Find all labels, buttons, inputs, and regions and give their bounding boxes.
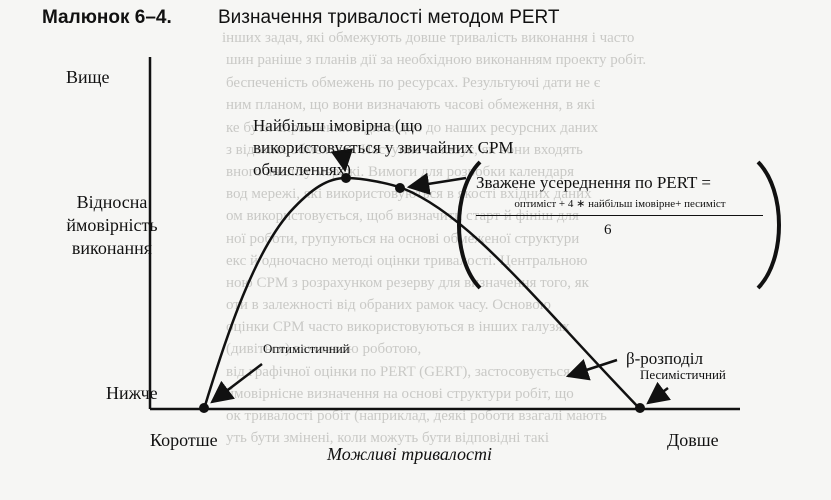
- background-text-line: оти в залежності від обраних рамок часу.…: [226, 297, 551, 313]
- most-likely-arrow-icon: [330, 148, 354, 173]
- beta-distribution-annotation: β-розподіл: [626, 349, 703, 368]
- pessimistic-annotation: Песимістичний: [640, 367, 726, 382]
- background-text-line: ним планом, що вони визначають часові об…: [226, 97, 596, 113]
- x-axis-label: Можливі тривалості: [327, 444, 492, 464]
- background-text-line: вного аналізу мережі. Вимоги для розробк…: [226, 164, 575, 180]
- background-text-line: уть бути змінені, коли можуть бути відпо…: [226, 430, 549, 446]
- left-parenthesis-icon: [457, 160, 482, 290]
- pert-formula-numerator: оптиміст + 4 ∗ найбільш імовірне+ песимі…: [514, 198, 726, 210]
- y-axis-label: Відносна ймовірність виконання: [66, 192, 158, 258]
- background-text-line: ної роботи, групуються на основі обмежен…: [226, 231, 580, 247]
- beta-arrow-icon: [565, 358, 618, 381]
- fraction-bar: [476, 215, 763, 216]
- y-axis-top-label: Вище: [66, 67, 110, 87]
- background-text-line: (дивіться) важливою роботою,: [226, 341, 422, 357]
- background-text-line: беспеченість обмежень по ресурсах. Резул…: [226, 75, 601, 91]
- background-text-line: з відомих обмежень. Наступне показує, як…: [226, 142, 583, 158]
- x-axis-left-label: Коротше: [150, 430, 218, 450]
- figure-label: Малюнок 6–4.: [42, 7, 172, 28]
- pert-formula-title: Зважене усереднення по PERT =: [476, 173, 711, 192]
- background-text-line: інших задач, які обмежують довше тривалі…: [222, 30, 635, 46]
- most-likely-annotation: Найбільш імовірна (що використовується у…: [253, 116, 514, 179]
- background-text-line: ке бути справлених відповідно до наших р…: [226, 120, 599, 136]
- optimistic-point-icon: [199, 403, 209, 413]
- background-text-line: шин раніше з планів дії за необхідною ви…: [226, 52, 647, 68]
- optimistic-arrow-icon: [210, 363, 263, 404]
- pert-average-arrow-icon: [406, 172, 467, 195]
- weighted-average-point-icon: [395, 183, 405, 193]
- background-text-line: ом використовується, щоб визначити старт…: [226, 208, 579, 224]
- optimistic-annotation: Оптимістичний: [263, 341, 350, 356]
- background-text-line: ймовірнісне визначення на основі структу…: [226, 386, 574, 402]
- right-parenthesis-icon: [756, 160, 781, 290]
- pessimistic-arrow-icon: [646, 381, 671, 405]
- pessimistic-point-icon: [635, 403, 645, 413]
- pert-formula-denominator: 6: [604, 222, 612, 238]
- background-text-line: ною СРМ з розрахунком резерву для визнач…: [226, 275, 589, 291]
- background-text-line: ок тривалості робіт (наприклад, деякі ро…: [226, 408, 607, 424]
- figure-title: Визначення тривалості методом PERT: [218, 7, 560, 28]
- most-likely-point-icon: [341, 173, 351, 183]
- background-text-line: оцінки СРМ часто використовуються в інши…: [226, 319, 570, 335]
- y-axis-bottom-label: Нижче: [106, 383, 158, 403]
- x-axis-right-label: Довше: [667, 430, 719, 450]
- background-text-line: від графічної оцінки по PERT (GERT), зас…: [226, 364, 570, 380]
